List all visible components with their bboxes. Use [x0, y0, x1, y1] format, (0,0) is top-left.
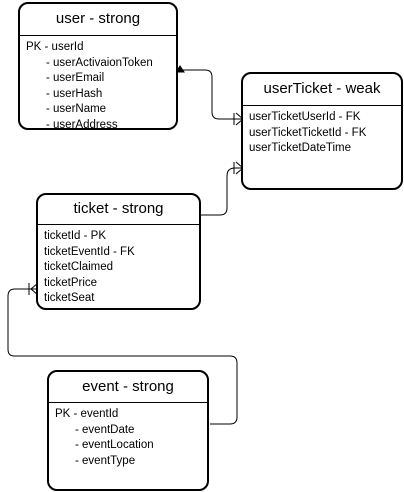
- connector-event-ticket: [7, 288, 238, 425]
- field: - userAddress: [46, 118, 118, 131]
- entity-user: user - strong PK - userId - userActivaio…: [18, 2, 178, 131]
- field: ticketPrice: [44, 276, 98, 289]
- connector-ticket-userticket: [200, 167, 243, 216]
- field: - userHash: [46, 87, 103, 100]
- entity-fields: PK - eventId - eventDate - eventLocation…: [49, 403, 207, 473]
- entity-title: userTicket - weak: [243, 74, 401, 106]
- field: - eventLocation: [75, 439, 154, 451]
- entity-fields: ticketId - PK ticketEventId - FK ticketC…: [38, 225, 199, 311]
- field: userTicketUserId - FK: [249, 111, 361, 123]
- field: ticketSeat: [44, 292, 95, 304]
- entity-title: ticket - strong: [38, 195, 199, 225]
- field-pk: PK - userId: [26, 41, 84, 53]
- arrow-head-user: [175, 65, 185, 73]
- field-pk: PK - eventId: [55, 408, 119, 420]
- field: - userEmail: [46, 72, 105, 84]
- entity-title: event - strong: [49, 372, 207, 403]
- entity-title: user - strong: [20, 4, 176, 36]
- field: - eventType: [75, 454, 136, 467]
- entity-ticket: ticket - strong ticketId - PK ticketEven…: [36, 193, 201, 310]
- field: - eventDate: [75, 423, 135, 436]
- field: ticketId - PK: [44, 230, 106, 242]
- field: ticketEventId - FK: [44, 245, 135, 258]
- entity-userticket: userTicket - weak userTicketUserId - FK …: [241, 72, 403, 190]
- crowfoot-ticket-event: [28, 282, 39, 296]
- entity-fields: userTicketUserId - FK userTicketTicketId…: [243, 106, 401, 161]
- field: userTicketTicketId - FK: [249, 126, 367, 139]
- connector-user-userticket: [180, 69, 243, 120]
- field: - userName: [46, 103, 107, 115]
- field: ticketClaimed: [44, 261, 114, 273]
- entity-fields: PK - userId - userActivaionToken - userE…: [20, 36, 176, 137]
- field: - userActivaionToken: [46, 56, 153, 69]
- entity-event: event - strong PK - eventId - eventDate …: [47, 370, 209, 491]
- field: userTicketDateTime: [249, 142, 352, 154]
